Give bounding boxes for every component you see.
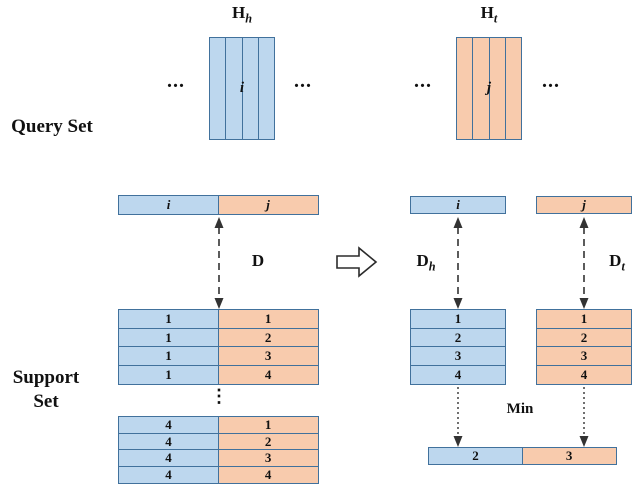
right-head-bar: i <box>410 196 506 214</box>
support-set-label-line2: Set <box>33 391 59 412</box>
support-pair-table-bottom: 4 1 4 2 4 3 4 4 <box>118 416 319 484</box>
head-id-cell: 4 <box>118 416 219 434</box>
tail-id-cell: 4 <box>217 364 319 385</box>
tail-dots-left: ... <box>414 70 432 92</box>
joint-distance-arrow-icon <box>214 217 224 309</box>
tail-id-cell: 3 <box>536 346 632 367</box>
table-row: 1 2 <box>118 327 319 348</box>
tail-matrix-title-sub: t <box>493 11 498 26</box>
min-label: Min <box>506 401 534 417</box>
table-row: 2 <box>410 327 506 348</box>
tail-id-cell: 1 <box>536 309 632 329</box>
tail-id-cell: 2 <box>217 432 319 451</box>
head-id-cell: 4 <box>118 449 219 468</box>
head-distance-label: Dh <box>405 251 447 273</box>
head-distance-arrow-icon <box>453 217 463 309</box>
head-id-cell: 4 <box>410 364 506 385</box>
min-result-bar: 2 3 <box>428 447 617 465</box>
joint-distance-label: D <box>251 251 265 270</box>
min-head-result-cell: 2 <box>428 447 523 465</box>
query-head-matrix: i <box>209 37 275 140</box>
table-row: 1 3 <box>118 346 319 367</box>
table-row: 4 1 <box>118 416 319 434</box>
tail-distance-main: D <box>609 251 622 270</box>
right-head-cell: i <box>410 196 506 214</box>
tail-dots-right: ... <box>542 70 560 92</box>
right-head-index: i <box>456 197 460 212</box>
head-matrix-title-sub: h <box>245 11 253 26</box>
pair-head-cell: i <box>118 195 219 215</box>
head-id-cell: 1 <box>118 309 219 329</box>
transform-arrow-icon <box>336 246 378 278</box>
head-distance-sub: h <box>428 259 436 274</box>
matrix-stripe <box>226 38 243 139</box>
head-id-cell: 4 <box>118 432 219 451</box>
table-row: 4 4 <box>118 465 319 484</box>
pair-tail-index: j <box>266 197 270 212</box>
tail-id-cell: 4 <box>217 465 319 484</box>
tail-id-cell: 2 <box>217 327 319 348</box>
right-tail-bar: j <box>536 196 632 214</box>
min-tail-result-cell: 3 <box>521 447 617 465</box>
table-row: 4 3 <box>118 449 319 468</box>
query-tail-matrix: j <box>456 37 522 140</box>
tail-distance-sub: t <box>621 259 625 274</box>
right-tail-cell: j <box>536 196 632 214</box>
tail-id-cell: 3 <box>217 346 319 367</box>
matrix-stripe <box>473 38 490 139</box>
table-row: 3 <box>536 346 632 367</box>
tail-id-cell: 2 <box>536 327 632 348</box>
pair-tail-cell: j <box>217 195 319 215</box>
head-id-cell: 4 <box>118 465 219 484</box>
head-id-cell: 1 <box>118 364 219 385</box>
min-select-tail-arrow-icon <box>579 387 589 447</box>
head-dots-left: ... <box>167 70 185 92</box>
table-row: 4 2 <box>118 432 319 451</box>
table-row: 4 <box>410 364 506 385</box>
head-id-cell: 1 <box>118 327 219 348</box>
head-id-cell: 1 <box>118 346 219 367</box>
head-id-cell: 2 <box>410 327 506 348</box>
pair-head-index: i <box>166 197 171 212</box>
vertical-ellipsis: ⋮ <box>210 386 228 406</box>
tail-id-cell: 4 <box>536 364 632 385</box>
matrix-stripe <box>457 38 474 139</box>
support-head-table: 1 2 3 4 <box>410 309 506 385</box>
table-row: 1 4 <box>118 364 319 385</box>
min-select-head-arrow-icon <box>453 387 463 447</box>
tail-matrix-title-main: H <box>480 3 494 22</box>
support-tail-table: 1 2 3 4 <box>536 309 632 385</box>
table-row: 1 <box>410 309 506 329</box>
table-row: 2 <box>536 327 632 348</box>
head-matrix-title-main: H <box>231 3 246 22</box>
head-id-cell: 3 <box>410 346 506 367</box>
table-row: 1 1 <box>118 309 319 329</box>
tail-distance-label: Dt <box>596 251 638 273</box>
head-dots-right: ... <box>294 70 312 92</box>
tail-id-cell: 1 <box>217 416 319 434</box>
head-distance-main: D <box>416 251 429 270</box>
head-matrix-title: Hh <box>209 3 275 25</box>
matrix-stripe <box>243 38 259 139</box>
query-set-label: Query Set <box>11 116 93 137</box>
query-tail-index: j <box>486 80 492 96</box>
right-tail-index: j <box>582 197 586 212</box>
tail-matrix-title: Ht <box>456 3 522 25</box>
tail-id-cell: 1 <box>217 309 319 329</box>
tail-id-cell: 3 <box>217 449 319 468</box>
table-row: 4 <box>536 364 632 385</box>
table-row: 1 <box>536 309 632 329</box>
head-id-cell: 1 <box>410 309 506 329</box>
support-query-pair-bar: i j <box>118 195 319 215</box>
tail-distance-arrow-icon <box>579 217 589 309</box>
support-set-label-line1: Support <box>12 367 80 388</box>
support-pair-table-top: 1 1 1 2 1 3 1 4 <box>118 309 319 385</box>
matrix-stripe <box>210 38 227 139</box>
table-row: 3 <box>410 346 506 367</box>
query-head-index: i <box>239 80 245 96</box>
matrix-stripe <box>490 38 506 139</box>
